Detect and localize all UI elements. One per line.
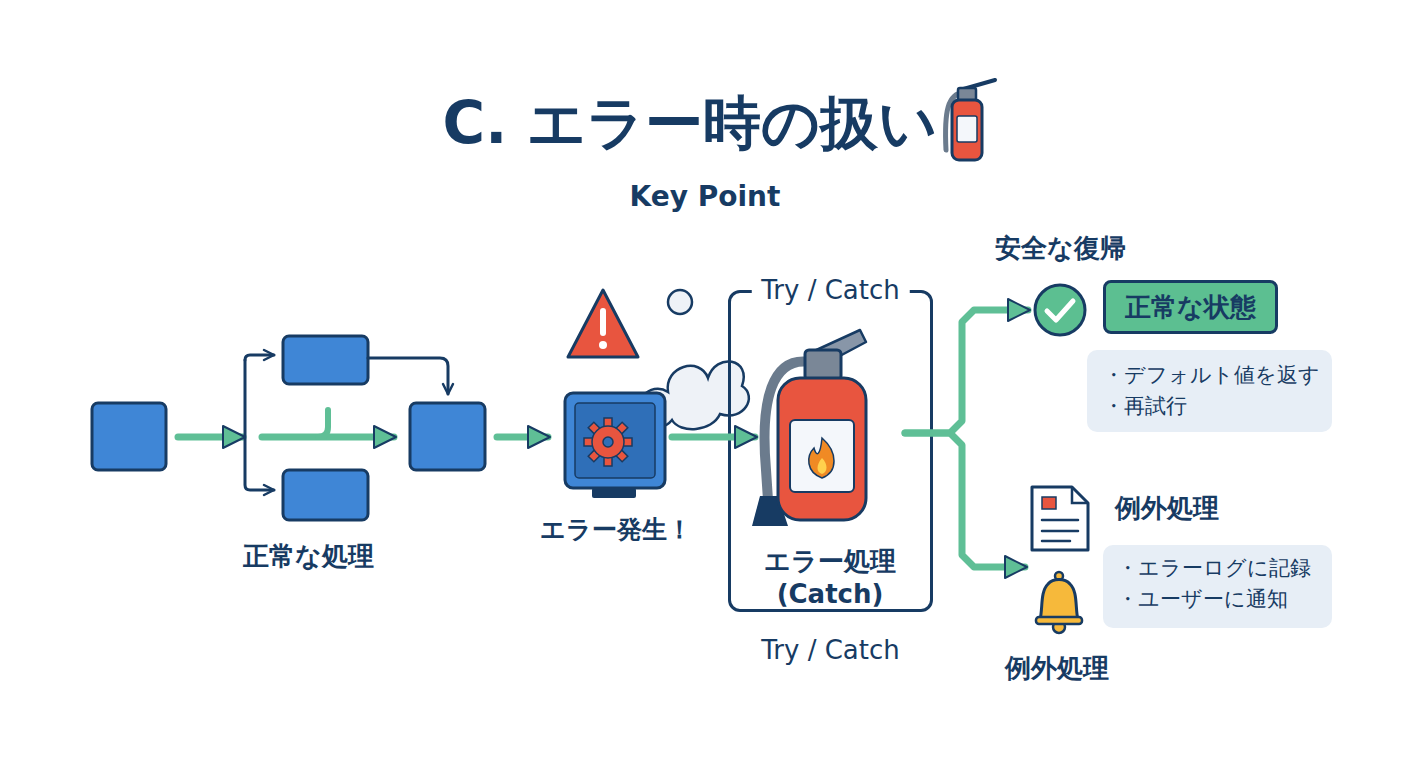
exception-heading: 例外処理 xyxy=(1115,492,1219,525)
error-server-icon xyxy=(592,488,636,498)
flow-arrow xyxy=(368,358,448,394)
normal-process-label: 正常な処理 xyxy=(243,539,374,574)
diagram-title: C. エラー時の扱い xyxy=(290,88,1090,158)
catch-label: エラー処理 (Catch) xyxy=(755,545,905,610)
warning-triangle xyxy=(600,308,606,336)
bullet-item: ・エラーログに記録 xyxy=(1117,555,1311,581)
fire-extinguisher xyxy=(790,420,854,492)
normal-state-box: 正常な状態 xyxy=(1103,280,1278,334)
bell-icon xyxy=(1036,617,1082,624)
flow-arrow xyxy=(178,355,548,490)
flow-arrow xyxy=(245,360,274,490)
exception-handling: 例外処理・エラーログに記録・ユーザーに通知 xyxy=(1025,485,1332,628)
process-block xyxy=(92,336,485,520)
recovery-heading: 安全な復帰 xyxy=(995,232,1126,265)
fire-extinguisher xyxy=(809,438,834,478)
check-circle xyxy=(1047,301,1073,320)
bullet-item: ・デフォルト値を返す xyxy=(1103,362,1320,388)
safe-recovery: 安全な復帰正常な状態 xyxy=(1028,278,1278,336)
title-extinguisher-icon xyxy=(946,80,995,160)
try-catch-label: Try / Catch xyxy=(751,274,909,307)
flow-arrow xyxy=(497,434,548,441)
catch-handler: エラー処理 (Catch) xyxy=(755,330,905,600)
error-server-icon xyxy=(565,393,665,488)
process-block xyxy=(410,403,485,470)
bullet-item: ・ユーザーに通知 xyxy=(1117,586,1288,612)
process-block xyxy=(283,336,368,384)
flow-arrow xyxy=(178,434,243,441)
exception-label: 例外処理 xyxy=(1005,651,1109,686)
bell-icon xyxy=(1040,580,1078,621)
bullet-item: ・再試行 xyxy=(1103,393,1187,419)
error-label: エラー発生！ xyxy=(530,514,702,545)
error-server-icon xyxy=(592,426,624,458)
flow-connector xyxy=(905,433,1025,567)
document-icon xyxy=(1042,519,1078,522)
title-extinguisher-icon xyxy=(952,100,982,160)
process-block xyxy=(92,403,166,470)
flow-arrow xyxy=(245,355,274,360)
flow-arrow xyxy=(318,410,328,437)
fire-extinguisher xyxy=(752,330,866,526)
error-occurrence: エラー発生！ xyxy=(560,388,672,500)
check-circle xyxy=(1035,285,1085,335)
warning-triangle xyxy=(599,341,607,349)
document-icon xyxy=(1032,487,1088,550)
warning-triangle xyxy=(568,290,638,357)
error-server-icon xyxy=(584,418,632,466)
error-server-icon xyxy=(603,437,613,447)
check-circle xyxy=(1035,285,1085,335)
fire-extinguisher xyxy=(805,350,841,380)
warning-triangle xyxy=(568,290,638,357)
bell-icon xyxy=(1036,572,1082,633)
key-point-label: Key Point xyxy=(630,180,781,213)
flow-connector xyxy=(905,310,1028,433)
error-server-icon xyxy=(565,393,665,498)
fire-extinguisher xyxy=(778,378,866,520)
recovery-options: ・デフォルト値を返す・再試行 xyxy=(1087,350,1332,432)
try-catch-label: Try / Catch xyxy=(761,634,899,667)
fire-extinguisher xyxy=(818,458,827,474)
document-icon xyxy=(1072,487,1088,503)
document-icon xyxy=(1042,530,1078,533)
smoke-cloud xyxy=(668,290,692,314)
try-catch-frame: Try / CatchTry / Catchエラー処理 (Catch) xyxy=(728,290,933,612)
document-icon xyxy=(1032,487,1088,550)
error-server-icon xyxy=(575,403,655,478)
document-icon xyxy=(1042,497,1056,509)
flow-connector xyxy=(672,434,755,441)
title-extinguisher-icon xyxy=(957,116,977,142)
document-icon xyxy=(1042,520,1078,541)
process-block xyxy=(283,470,368,520)
document-icon xyxy=(1042,540,1070,543)
